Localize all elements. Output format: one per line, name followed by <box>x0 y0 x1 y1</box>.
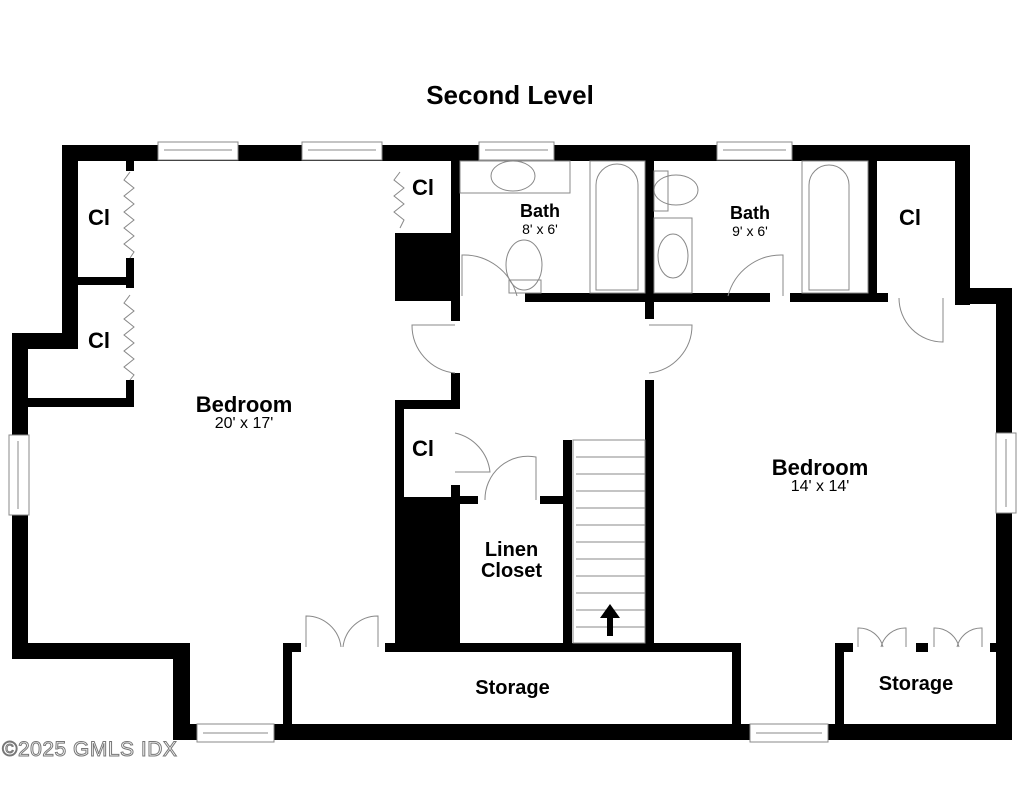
room-storage-center: Storage <box>475 677 550 699</box>
doors <box>123 171 983 648</box>
room-name-line1: Linen <box>484 539 539 561</box>
room-linen-closet: Linen Closet <box>460 540 563 582</box>
room-name-line2: Closet <box>480 560 543 582</box>
copyright-watermark: ©2025 GMLS IDX <box>1 738 178 762</box>
room-name: Bedroom <box>195 392 293 417</box>
arrow-up-icon <box>600 604 620 636</box>
room-dimensions: 8' x 6' <box>522 221 558 237</box>
room-dimensions: 20' x 17' <box>214 415 274 433</box>
room-name: Bath <box>730 203 770 223</box>
closet-hall: Cl <box>412 436 434 461</box>
fixtures <box>459 160 869 294</box>
closet-left-upper: Cl <box>88 205 110 230</box>
room-dimensions: 9' x 6' <box>732 223 768 239</box>
closet-top-center: Cl <box>412 175 434 200</box>
room-storage-right: Storage <box>878 673 954 695</box>
room-bedroom-right: Bedroom 14' x 14' <box>745 456 895 496</box>
windows <box>8 141 1017 743</box>
room-bedroom-left: Bedroom 20' x 17' <box>168 393 320 433</box>
room-bath-1: Bath 8' x 6' <box>500 201 580 237</box>
closet-right: Cl <box>899 205 921 230</box>
closet-left-lower: Cl <box>88 328 110 353</box>
room-name: Bedroom <box>771 455 869 480</box>
room-dimensions: 14' x 14' <box>790 478 850 496</box>
room-bath-2: Bath 9' x 6' <box>710 203 790 239</box>
room-name: Bath <box>520 201 560 221</box>
plan-title: Second Level <box>426 80 594 110</box>
